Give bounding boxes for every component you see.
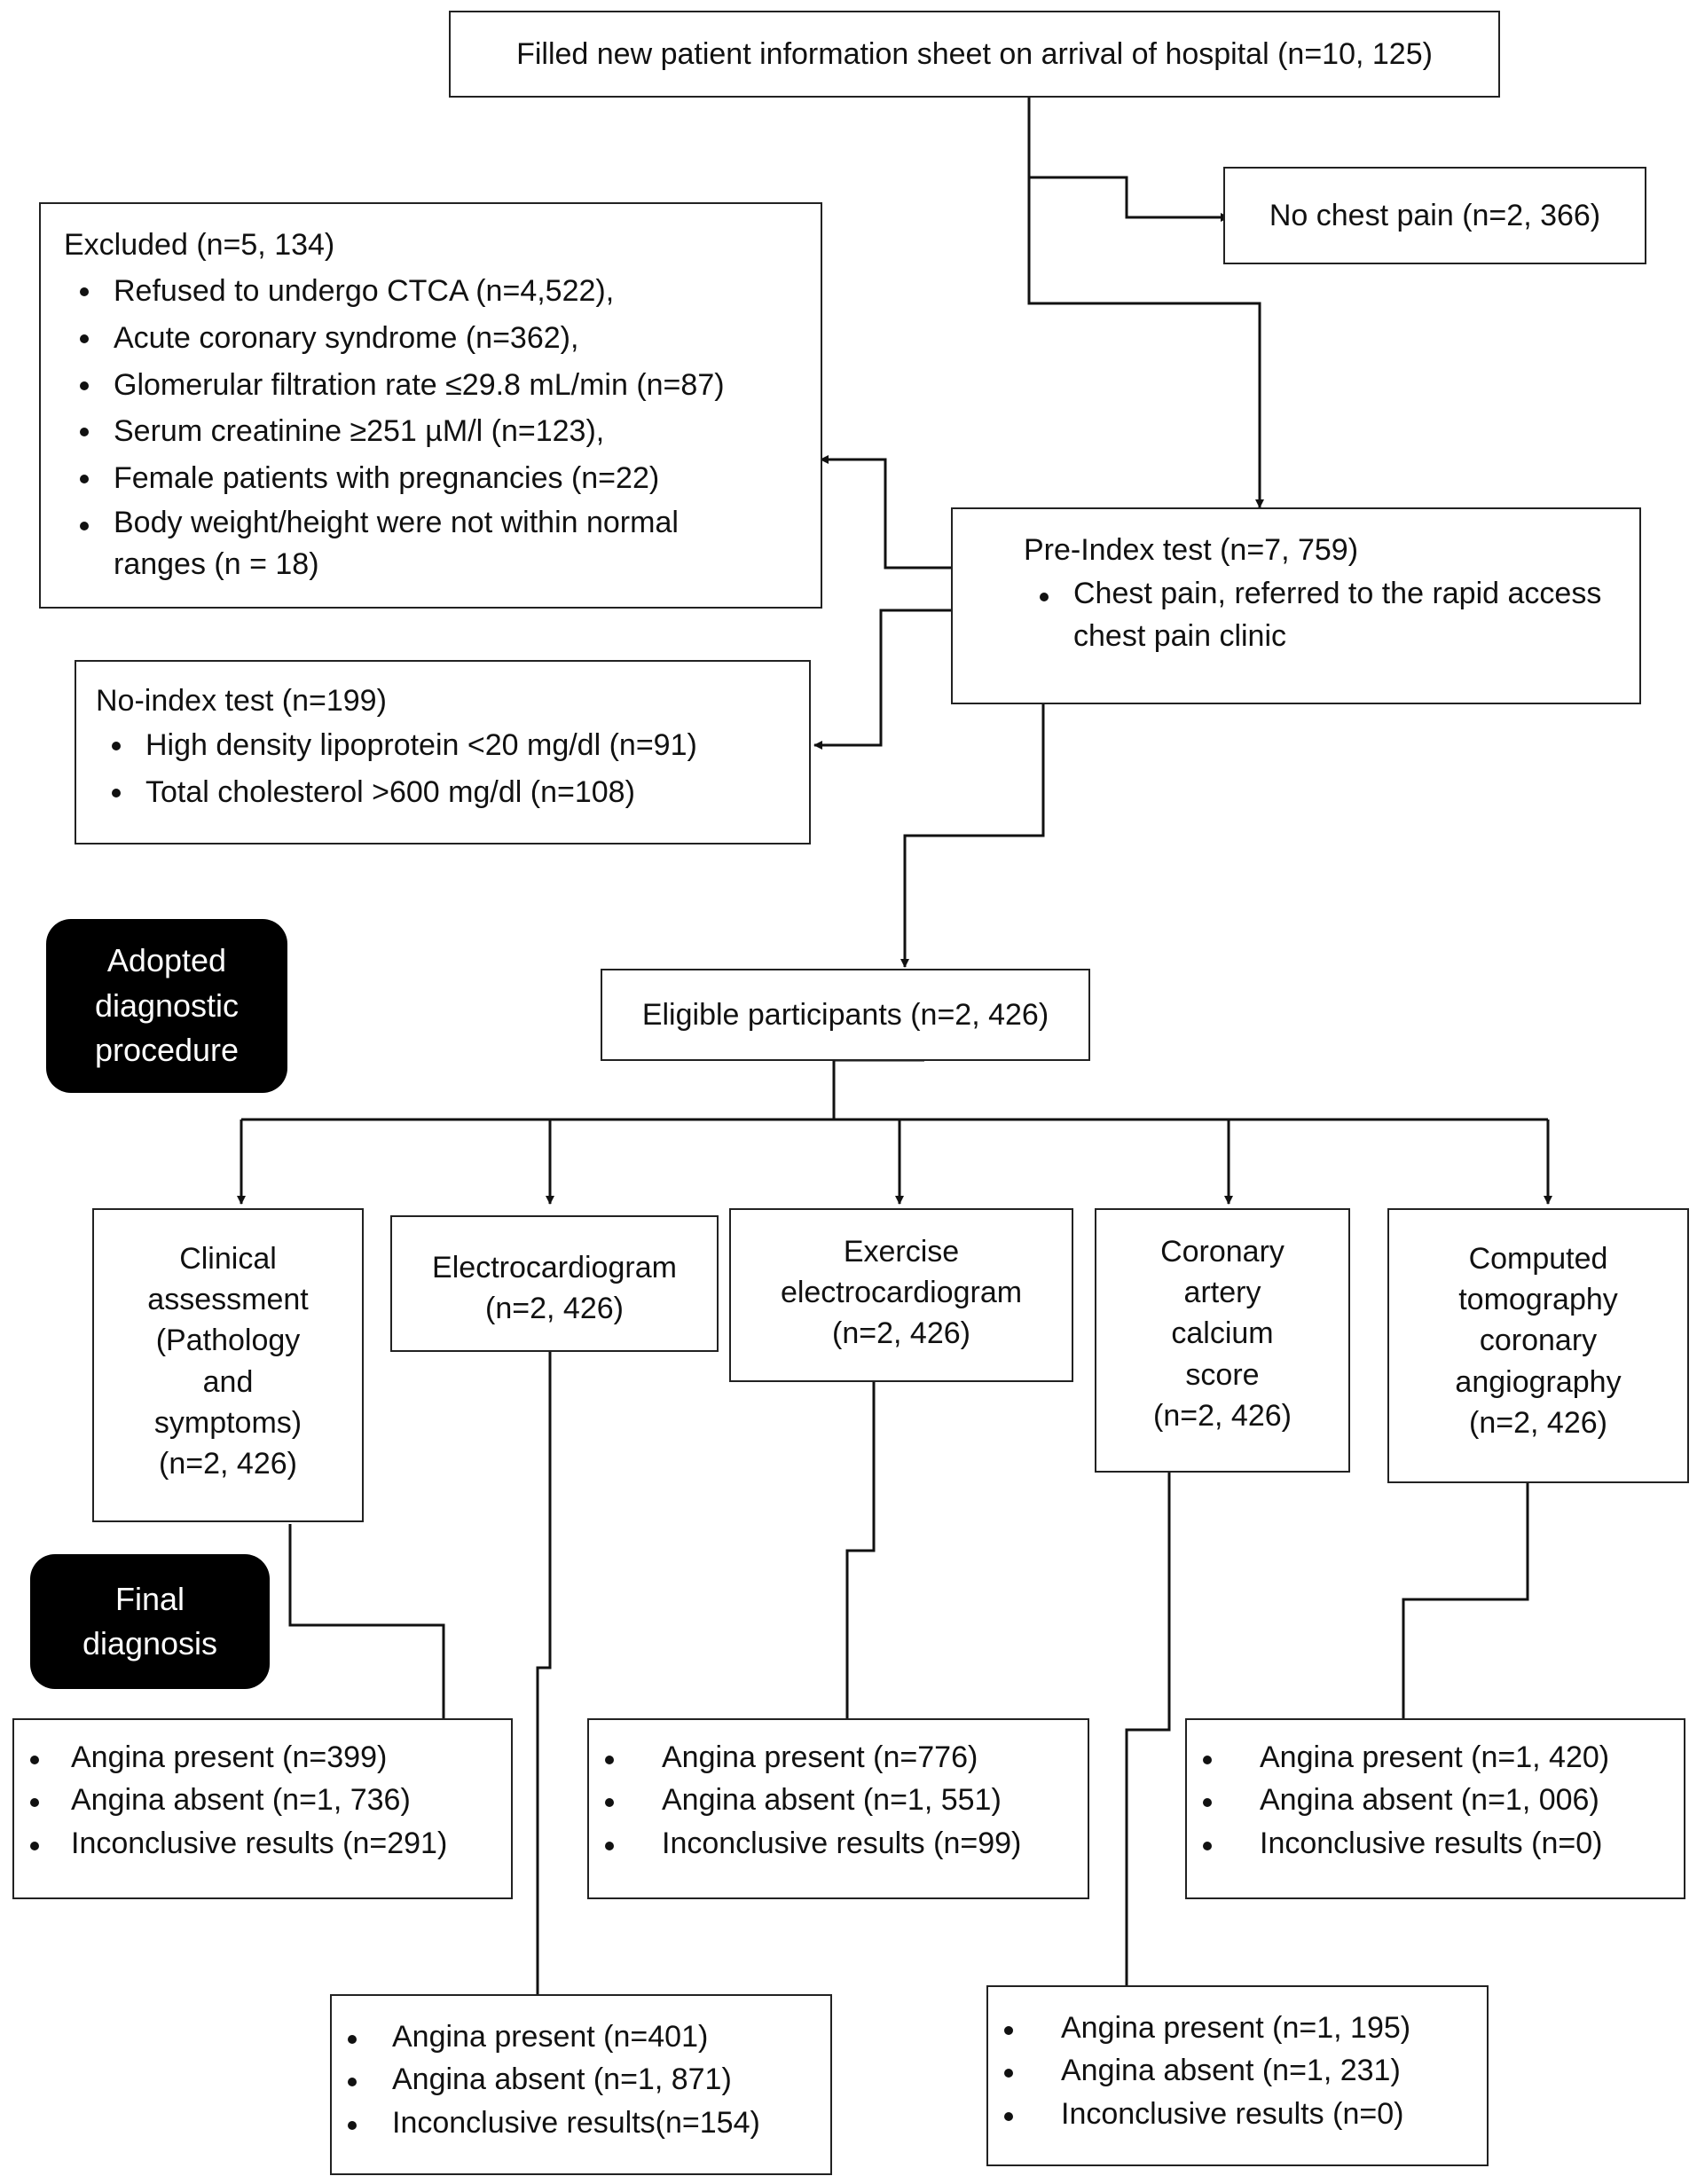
connector-cac-results: [1125, 1473, 1171, 1985]
ctca-line: angiography: [1455, 1364, 1622, 1399]
result-item: Inconclusive results (n=291): [14, 1822, 506, 1865]
connector-to-pre-index: [1027, 177, 1264, 508]
clinical-results-list: Angina present (n=399) Angina absent (n=…: [14, 1736, 506, 1865]
cac-results-box: Angina present (n=1, 195) Angina absent …: [986, 1985, 1489, 2166]
ctca-line: (n=2, 426): [1469, 1405, 1607, 1440]
ctca-line: tomography: [1458, 1283, 1618, 1317]
excluded-title: Excluded (n=5, 134): [64, 228, 335, 262]
clinical-line: (Pathology: [155, 1324, 301, 1358]
excluded-item: Body weight/height were not within norma…: [64, 502, 797, 586]
result-item: Angina absent (n=1, 736): [14, 1779, 506, 1821]
ecg-line: Electrocardiogram: [432, 1251, 677, 1284]
adopted-procedure-label: Adopted diagnostic procedure: [46, 919, 287, 1093]
ctca-line: coronary: [1479, 1324, 1598, 1358]
ecg-results-box: Angina present (n=401) Angina absent (n=…: [330, 1994, 832, 2175]
ctca-results-list: Angina present (n=1, 420) Angina absent …: [1187, 1736, 1678, 1865]
exercise-ecg-line: (n=2, 426): [832, 1316, 970, 1351]
exercise-ecg-line: electrocardiogram: [780, 1276, 1023, 1310]
clinical-line: assessment: [147, 1283, 309, 1317]
exercise-ecg-results-box: Angina present (n=776) Angina absent (n=…: [587, 1718, 1089, 1899]
intake-box: Filled new patient information sheet on …: [449, 11, 1500, 98]
ecg-results-list: Angina present (n=401) Angina absent (n=…: [332, 2015, 825, 2144]
pre-index-title: Pre-Index test (n=7, 759): [1024, 533, 1359, 567]
final-line: diagnosis: [82, 1625, 218, 1662]
cac-line: calcium: [1171, 1316, 1274, 1351]
exercise-ecg-line: Exercise: [843, 1235, 960, 1269]
result-item: Angina present (n=1, 195): [988, 2007, 1481, 2049]
clinical-line: Clinical: [179, 1242, 277, 1276]
result-item: Inconclusive results(n=154): [332, 2102, 825, 2144]
result-item: Inconclusive results (n=0): [988, 2093, 1481, 2135]
final-diagnosis-label: Final diagnosis: [30, 1554, 270, 1689]
cac-line: score: [1185, 1357, 1260, 1392]
ctca-line: Computed: [1468, 1242, 1608, 1276]
no-index-title: No-index test (n=199): [96, 684, 387, 718]
result-item: Angina present (n=1, 420): [1187, 1736, 1678, 1779]
cac-line: Coronary: [1160, 1235, 1285, 1269]
excluded-item: Glomerular filtration rate ≤29.8 mL/min …: [64, 362, 797, 409]
excluded-item: Acute coronary syndrome (n=362),: [64, 315, 797, 362]
cac-line: artery: [1183, 1276, 1261, 1310]
adopted-line: Adopted: [106, 942, 227, 979]
no-chest-pain-label: No chest pain (n=2, 366): [1269, 198, 1601, 232]
eligible-box: Eligible participants (n=2, 426): [601, 969, 1090, 1061]
pre-index-list: Chest pain, referred to the rapid access…: [1024, 573, 1613, 657]
result-item: Angina absent (n=1, 006): [1187, 1779, 1678, 1821]
excluded-item: Female patients with pregnancies (n=22): [64, 455, 797, 502]
clinical-line: and: [202, 1364, 254, 1399]
excluded-item: Refused to undergo CTCA (n=4,522),: [64, 268, 797, 315]
connector-to-no-chest-pain: [1027, 96, 1230, 222]
result-item: Inconclusive results (n=99): [589, 1822, 1082, 1865]
cac-results-list: Angina present (n=1, 195) Angina absent …: [988, 2007, 1481, 2135]
result-item: Angina absent (n=1, 231): [988, 2049, 1481, 2092]
no-index-item: High density lipoprotein <20 mg/dl (n=91…: [96, 722, 786, 769]
excluded-box: Excluded (n=5, 134) Refused to undergo C…: [39, 202, 822, 609]
result-item: Angina absent (n=1, 551): [589, 1779, 1082, 1821]
adopted-line: procedure: [94, 1032, 240, 1069]
final-line: Final: [114, 1580, 185, 1617]
result-item: Angina present (n=399): [14, 1736, 506, 1779]
no-chest-pain-box: No chest pain (n=2, 366): [1223, 167, 1646, 264]
connector-exercise-ecg-results: [845, 1380, 876, 1718]
no-index-box: No-index test (n=199) High density lipop…: [75, 660, 811, 845]
ctca-results-box: Angina present (n=1, 420) Angina absent …: [1185, 1718, 1685, 1899]
result-item: Angina absent (n=1, 871): [332, 2058, 825, 2101]
ctca-box: Computed tomography coronary angiography…: [1387, 1208, 1689, 1483]
no-index-item: Total cholesterol >600 mg/dl (n=108): [96, 769, 786, 816]
no-index-list: High density lipoprotein <20 mg/dl (n=91…: [96, 722, 786, 815]
pre-index-box: Pre-Index test (n=7, 759) Chest pain, re…: [951, 507, 1641, 704]
clinical-assessment-box: Clinical assessment (Pathology and sympt…: [92, 1208, 364, 1522]
intake-label: Filled new patient information sheet on …: [516, 36, 1433, 71]
clinical-results-box: Angina present (n=399) Angina absent (n=…: [12, 1718, 513, 1899]
excluded-item: Serum creatinine ≥251 µM/l (n=123),: [64, 408, 797, 455]
ecg-box: Electrocardiogram (n=2, 426): [390, 1215, 719, 1352]
connector-clinical-results: [288, 1524, 445, 1718]
adopted-line: diagnostic: [94, 986, 240, 1024]
connector-eligible-split: [832, 1058, 924, 1119]
result-item: Angina present (n=401): [332, 2015, 825, 2058]
connector-to-excluded: [820, 455, 951, 570]
exercise-ecg-results-list: Angina present (n=776) Angina absent (n=…: [589, 1736, 1082, 1865]
connector-ecg-results: [536, 1352, 552, 1996]
clinical-line: (n=2, 426): [159, 1447, 297, 1481]
connector-to-no-index: [813, 609, 951, 750]
result-item: Angina present (n=776): [589, 1736, 1082, 1779]
connector-to-eligible: [900, 704, 1045, 968]
pre-index-item: Chest pain, referred to the rapid access…: [1024, 573, 1613, 657]
connector-ctca-results: [1402, 1483, 1529, 1718]
result-item: Inconclusive results (n=0): [1187, 1822, 1678, 1865]
excluded-list: Refused to undergo CTCA (n=4,522), Acute…: [64, 268, 797, 586]
eligible-label: Eligible participants (n=2, 426): [641, 997, 1049, 1032]
exercise-ecg-box: Exercise electrocardiogram (n=2, 426): [729, 1208, 1073, 1382]
clinical-line: symptoms): [153, 1405, 302, 1440]
ecg-line: (n=2, 426): [485, 1292, 624, 1326]
cac-box: Coronary artery calcium score (n=2, 426): [1095, 1208, 1350, 1473]
cac-line: (n=2, 426): [1153, 1398, 1292, 1433]
